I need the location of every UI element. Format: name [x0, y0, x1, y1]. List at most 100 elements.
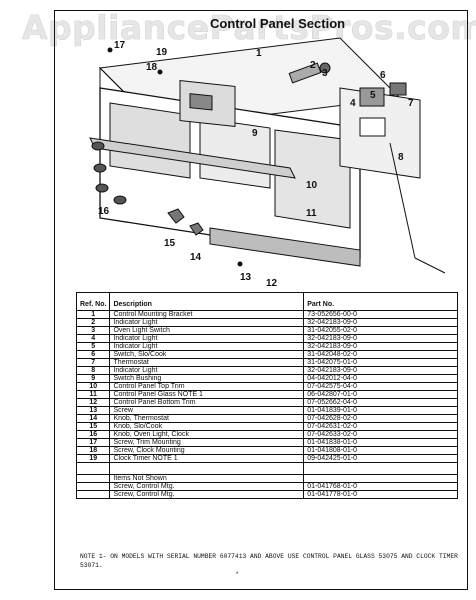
description-cell: Indicator Light	[109, 334, 305, 343]
ref-cell: 14	[75, 414, 111, 423]
description-cell: Switch, Slo/Cook	[109, 350, 305, 359]
ref-cell	[75, 482, 111, 491]
description-cell: Control Panel Glass NOTE 1	[109, 390, 305, 399]
knob-clock-2	[95, 183, 109, 193]
ref-cell	[75, 474, 111, 483]
knob-clock-3	[113, 195, 127, 205]
description-cell: Knob, Oven Light, Clock	[109, 430, 305, 439]
description-cell: Control Panel Bottom Trim	[109, 398, 305, 407]
knob-thermostat	[189, 222, 204, 236]
part-no-cell: 07-052662-04-0	[303, 398, 458, 407]
description-cell: Control Mounting Bracket	[109, 310, 305, 319]
part-no-cell: 31-042048-02-0	[303, 350, 458, 359]
description-cell: Screw, Clock Mounting	[109, 446, 305, 455]
table-row-spacer	[75, 462, 458, 475]
part-no-cell: 01-041839-01-0	[303, 406, 458, 415]
callout-7: 7	[408, 98, 414, 109]
thermostat-capillary	[389, 142, 416, 259]
callout-19: 19	[156, 47, 168, 58]
ref-cell: 4	[75, 334, 111, 343]
ref-cell: 8	[75, 366, 111, 375]
part-no-cell: 31-042055-02-0	[303, 326, 458, 335]
screw-clock-mounting	[157, 69, 163, 75]
callout-18: 18	[146, 62, 158, 73]
part-no-cell: 31-042075-01-0	[303, 358, 458, 367]
ref-cell: 11	[75, 390, 111, 399]
ref-cell: 19	[75, 454, 111, 463]
part-no-cell: 01-041838-01-0	[303, 438, 458, 447]
description-cell: Knob, Thermostat	[109, 414, 305, 423]
ref-cell: 17	[75, 438, 111, 447]
callout-13: 13	[240, 272, 252, 283]
ref-cell: 2	[75, 318, 111, 327]
part-no-cell: 07-042575-04-0	[303, 382, 458, 391]
ref-cell: 18	[75, 446, 111, 455]
ref-cell: 15	[75, 422, 111, 431]
description-cell: Switch Bushing	[109, 374, 305, 383]
callout-12: 12	[266, 278, 278, 289]
description-cell: Clock Timer NOTE 1	[109, 454, 305, 463]
description-cell: Screw, Control Mtg.	[109, 490, 305, 499]
callout-17: 17	[114, 40, 126, 51]
part-no-cell: 07-042628-02-0	[303, 414, 458, 423]
ref-cell	[75, 490, 111, 499]
callout-14: 14	[190, 252, 202, 263]
page-frame	[54, 10, 468, 590]
part-no-cell: 01-041808-01-0	[303, 446, 458, 455]
ref-cell: 10	[75, 382, 111, 391]
ref-cell: 13	[75, 406, 111, 415]
part-no-cell: 04-042012-04-0	[303, 374, 458, 383]
knob-slo-cook	[167, 208, 185, 224]
part-no-cell: 73-052656-00-0	[303, 310, 458, 319]
control-area	[199, 117, 271, 189]
clock-display	[189, 93, 213, 111]
exploded-diagram: 17 19 18 1 2 3 6 7 4 5 8 9 10 11 12 13 1…	[60, 28, 460, 290]
ref-cell	[75, 462, 111, 475]
bottom-trim	[209, 227, 361, 267]
table-row: Screw, Control Mtg.01-041778-01-0	[75, 490, 458, 499]
thermostat	[359, 87, 385, 107]
callout-2: 2	[310, 60, 316, 71]
description-cell: Thermostat	[109, 358, 305, 367]
knob-clock	[93, 163, 107, 173]
ref-cell: 6	[75, 350, 111, 359]
table-row-section: Items Not Shown	[75, 474, 458, 483]
callout-15: 15	[164, 238, 176, 249]
description-cell: Indicator Light	[109, 318, 305, 327]
ref-cell: 7	[75, 358, 111, 367]
callout-11: 11	[306, 208, 317, 219]
part-no-cell: 07-042631-02-0	[303, 422, 458, 431]
header-ref: Ref. No.	[75, 292, 111, 311]
ref-cell: 16	[75, 430, 111, 439]
description-cell: Oven Light Switch	[109, 326, 305, 335]
knob-oven-light	[91, 141, 105, 151]
table-header-row: Ref. No. Description Part No.	[75, 292, 458, 311]
thermostat-bulb	[414, 257, 446, 274]
ref-cell: 1	[75, 310, 111, 319]
description-cell: Control Panel Top Trim	[109, 382, 305, 391]
callout-4: 4	[350, 98, 356, 109]
part-no-cell: 01-041768-01-0	[303, 482, 458, 491]
callout-1: 1	[256, 48, 262, 59]
part-no-cell: 09-042425-01-0	[303, 454, 458, 463]
watermark: AppliancePartsPros.com	[22, 8, 476, 48]
callout-10: 10	[306, 180, 318, 191]
description-cell: Screw, Control Mtg.	[109, 482, 305, 491]
panel-glass	[109, 102, 191, 179]
